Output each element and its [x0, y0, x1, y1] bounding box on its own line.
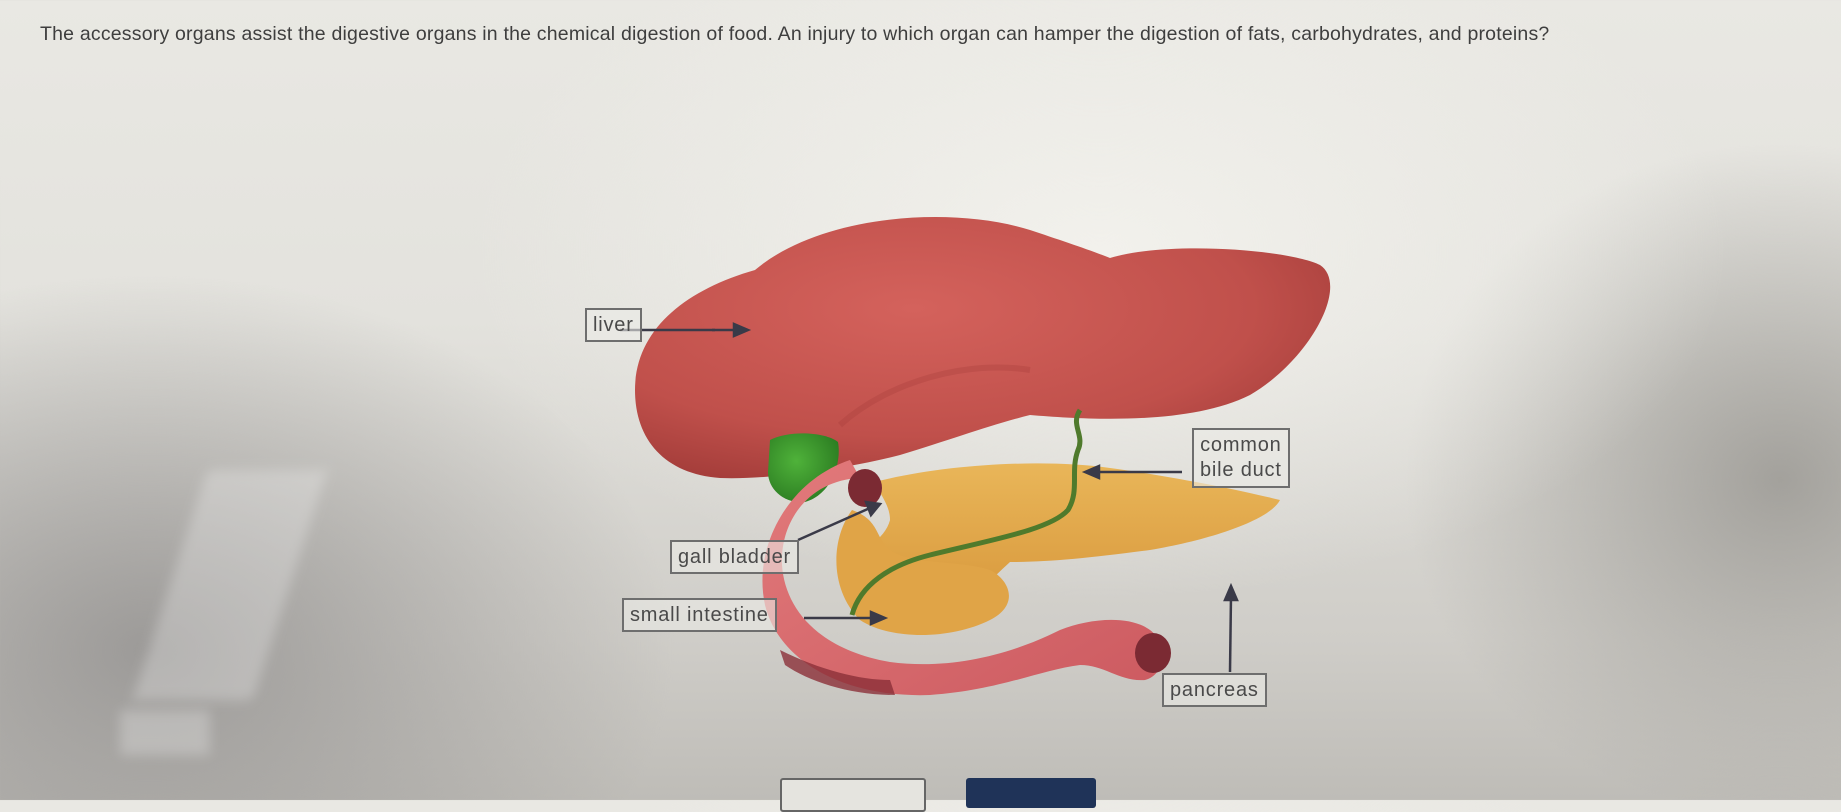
- organ-illustration: [620, 217, 1331, 696]
- bile-duct-arrowhead: [1081, 464, 1101, 480]
- screen-glare: [132, 470, 328, 700]
- pancreas-arrowhead: [1223, 582, 1239, 602]
- question-text: The accessory organs assist the digestiv…: [40, 23, 1550, 45]
- small-intestine-arrowhead: [869, 610, 889, 626]
- gall-bladder-label: gall bladder: [670, 540, 800, 574]
- liver-shape: [635, 217, 1331, 479]
- digestive-accessory-organs-diagram: liver common bile duct gall bladder smal…: [585, 210, 1350, 730]
- liver-arrowhead: [732, 322, 752, 338]
- liver-fold: [837, 364, 1031, 428]
- intestine-opening-end: [1135, 633, 1171, 673]
- common-bile-duct-label-line2: bile duct: [1200, 459, 1282, 481]
- screen-glare: [120, 710, 210, 755]
- common-bile-duct-label: common bile duct: [1192, 428, 1290, 488]
- common-bile-duct-shape: [849, 408, 1083, 616]
- gall-bladder-arrowhead: [864, 500, 883, 518]
- small-intestine-shape: [762, 460, 1163, 696]
- pancreas-arrow: [1228, 594, 1233, 673]
- pancreas-head: [836, 510, 1009, 635]
- small-intestine-label: small intestine: [622, 598, 777, 632]
- secondary-button[interactable]: [780, 778, 926, 812]
- intestine-opening-top: [848, 469, 882, 507]
- common-bile-duct-label-line1: common: [1200, 434, 1282, 456]
- intestine-dark-band: [780, 650, 895, 695]
- gall-bladder-arrow: [797, 506, 871, 542]
- primary-button[interactable]: [966, 778, 1096, 808]
- liver-label: liver: [585, 308, 642, 342]
- pancreas-label: pancreas: [1162, 673, 1267, 707]
